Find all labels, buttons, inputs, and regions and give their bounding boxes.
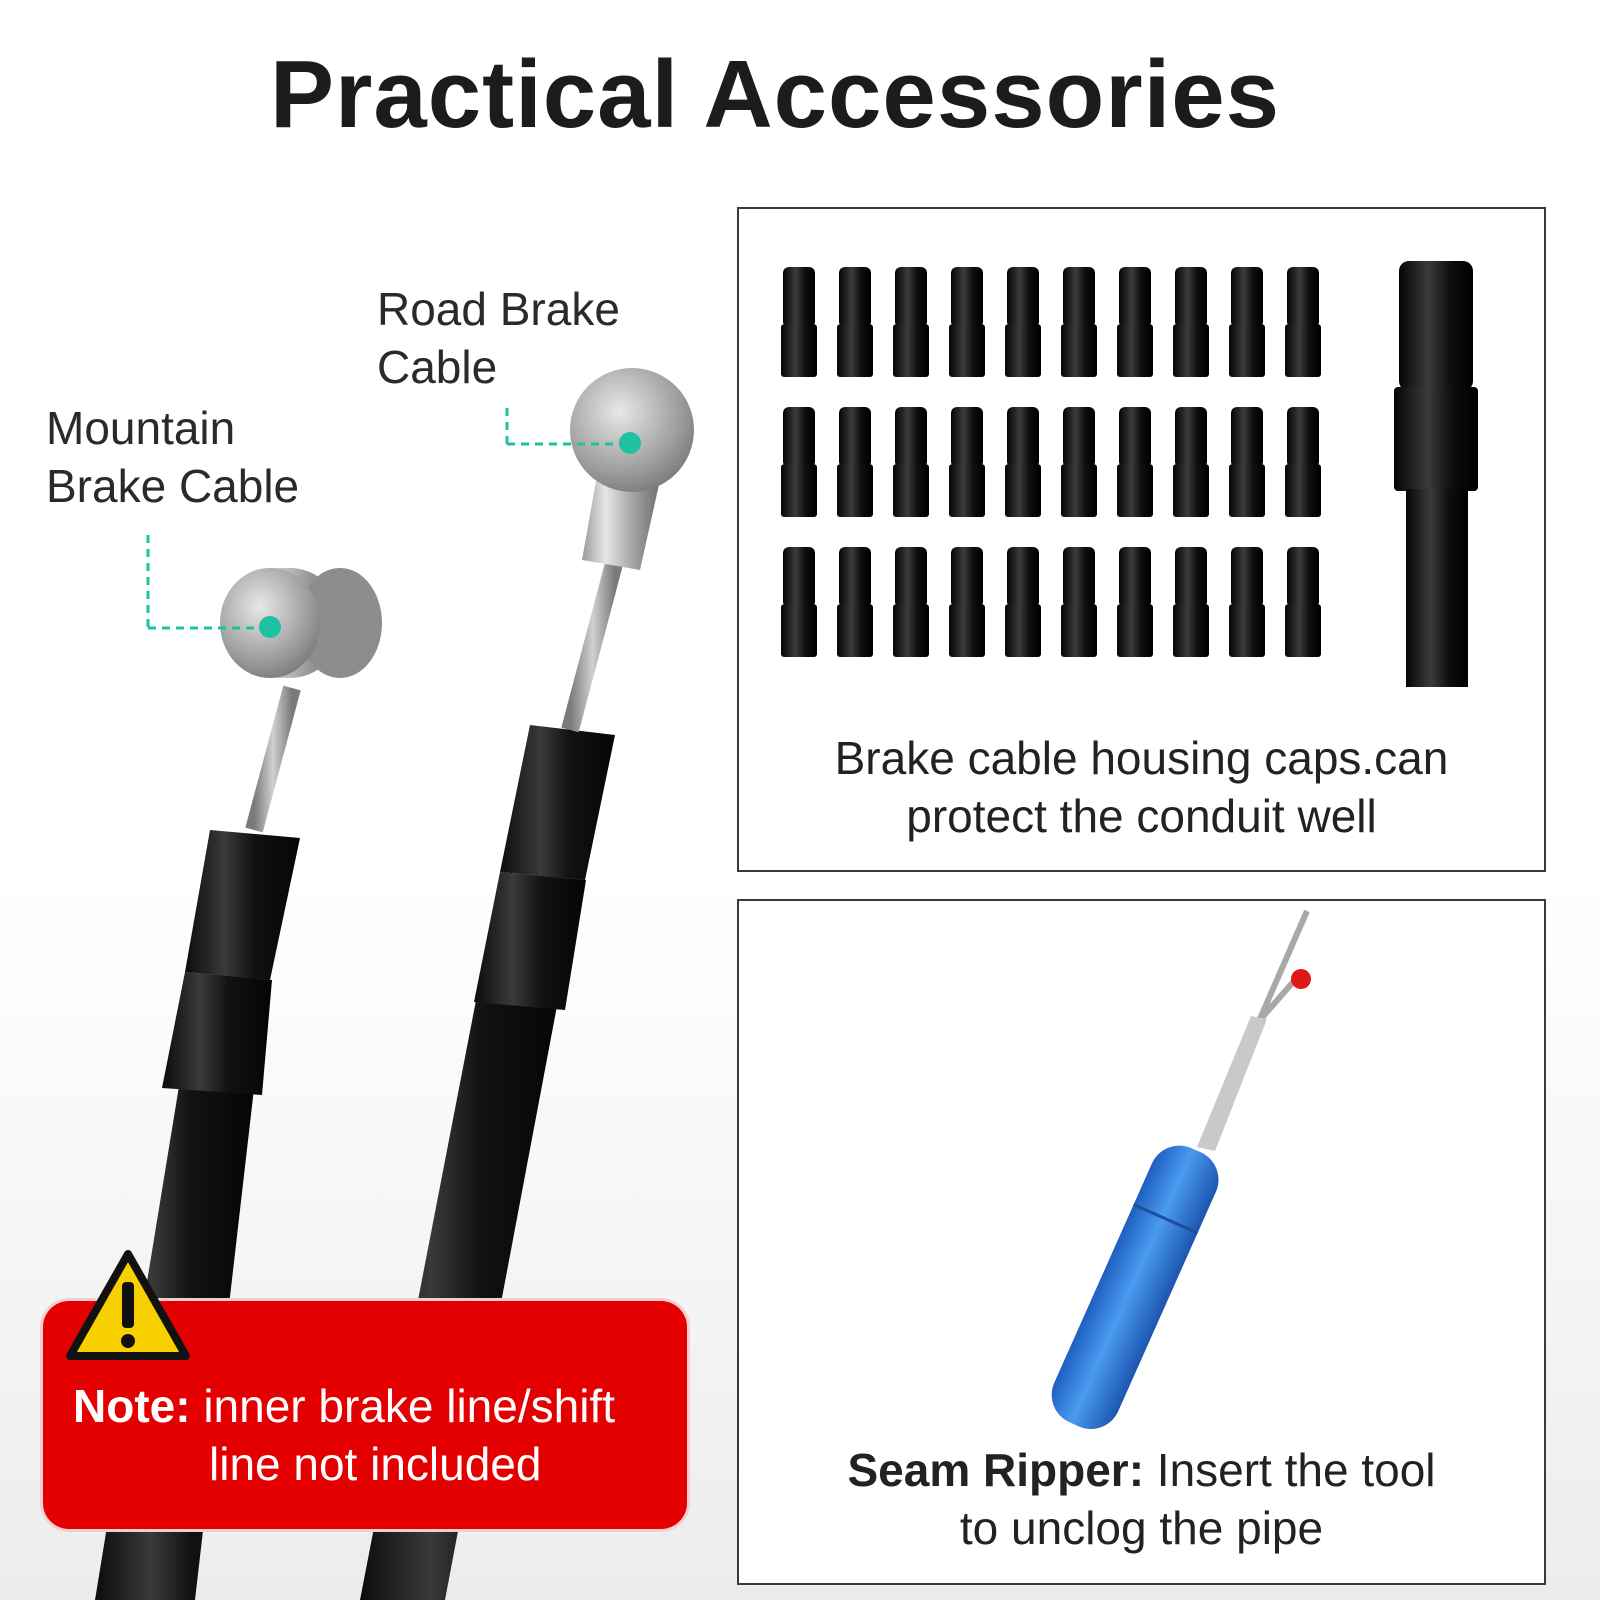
- seam-ripper-panel: Seam Ripper: Insert the tool to unclog t…: [737, 899, 1546, 1585]
- housing-caps-image: [781, 261, 1478, 687]
- housing-cap: [1229, 547, 1265, 657]
- housing-cap: [949, 547, 985, 657]
- housing-cap: [1229, 407, 1265, 517]
- road-label-line1: Road Brake: [377, 283, 620, 335]
- ripper-caption-separator: :: [1128, 1444, 1157, 1496]
- housing-cap: [1061, 407, 1097, 517]
- ripper-caption-line1: Insert the tool: [1156, 1444, 1436, 1496]
- mountain-label-line2: Brake Cable: [46, 460, 300, 512]
- housing-cap: [837, 407, 873, 517]
- housing-cap: [893, 407, 929, 517]
- note-text: Note: inner brake line/shift line not in…: [73, 1377, 673, 1493]
- housing-cap: [781, 547, 817, 657]
- mountain-label-leader: [146, 535, 281, 638]
- housing-cap: [837, 547, 873, 657]
- housing-cap: [1061, 267, 1097, 377]
- mountain-cable-barrel-end: [220, 568, 382, 678]
- road-brake-cable-label: Road Brake Cable: [377, 280, 620, 396]
- housing-cap: [1061, 547, 1097, 657]
- housing-cap: [1173, 547, 1209, 657]
- caps-caption-line1: Brake cable housing caps.can: [834, 732, 1449, 784]
- note-line1: inner brake line/shift: [190, 1380, 615, 1432]
- ripper-caption: Seam Ripper: Insert the tool to unclog t…: [739, 1441, 1544, 1557]
- caps-caption-line2: protect the conduit well: [906, 790, 1377, 842]
- housing-cap: [837, 267, 873, 377]
- page-title: Practical Accessories: [269, 41, 1281, 148]
- caps-caption: Brake cable housing caps.can protect the…: [739, 729, 1544, 845]
- housing-cap: [1117, 547, 1153, 657]
- housing-cap: [949, 407, 985, 517]
- warning-icon: [66, 1250, 190, 1360]
- road-cable-pear-end: [570, 368, 694, 570]
- road-label-line2: Cable: [377, 341, 498, 393]
- housing-cap: [893, 547, 929, 657]
- mountain-brake-cable-label: Mountain Brake Cable: [46, 399, 299, 515]
- housing-cap: [781, 407, 817, 517]
- housing-cap: [781, 267, 817, 377]
- housing-cap: [949, 267, 985, 377]
- housing-caps-panel: Brake cable housing caps.can protect the…: [737, 207, 1546, 872]
- note-label: Note:: [73, 1380, 191, 1432]
- seam-ripper-image: [1051, 909, 1311, 1429]
- housing-cap: [1005, 407, 1041, 517]
- housing-cap: [1005, 267, 1041, 377]
- housing-cap: [1005, 547, 1041, 657]
- housing-cap: [1117, 267, 1153, 377]
- note-line2: line not included: [209, 1438, 542, 1490]
- housing-cap-large: [1394, 261, 1478, 687]
- road-label-leader: [505, 408, 641, 454]
- housing-cap: [1285, 547, 1321, 657]
- housing-cap: [1285, 407, 1321, 517]
- ripper-caption-line2: to unclog the pipe: [959, 1502, 1324, 1554]
- housing-cap: [1173, 407, 1209, 517]
- mountain-label-line1: Mountain: [46, 402, 236, 454]
- housing-cap: [1173, 267, 1209, 377]
- housing-cap: [1229, 267, 1265, 377]
- housing-cap: [893, 267, 929, 377]
- housing-cap: [1117, 407, 1153, 517]
- ripper-caption-name: Seam Ripper: [847, 1444, 1129, 1496]
- housing-cap: [1285, 267, 1321, 377]
